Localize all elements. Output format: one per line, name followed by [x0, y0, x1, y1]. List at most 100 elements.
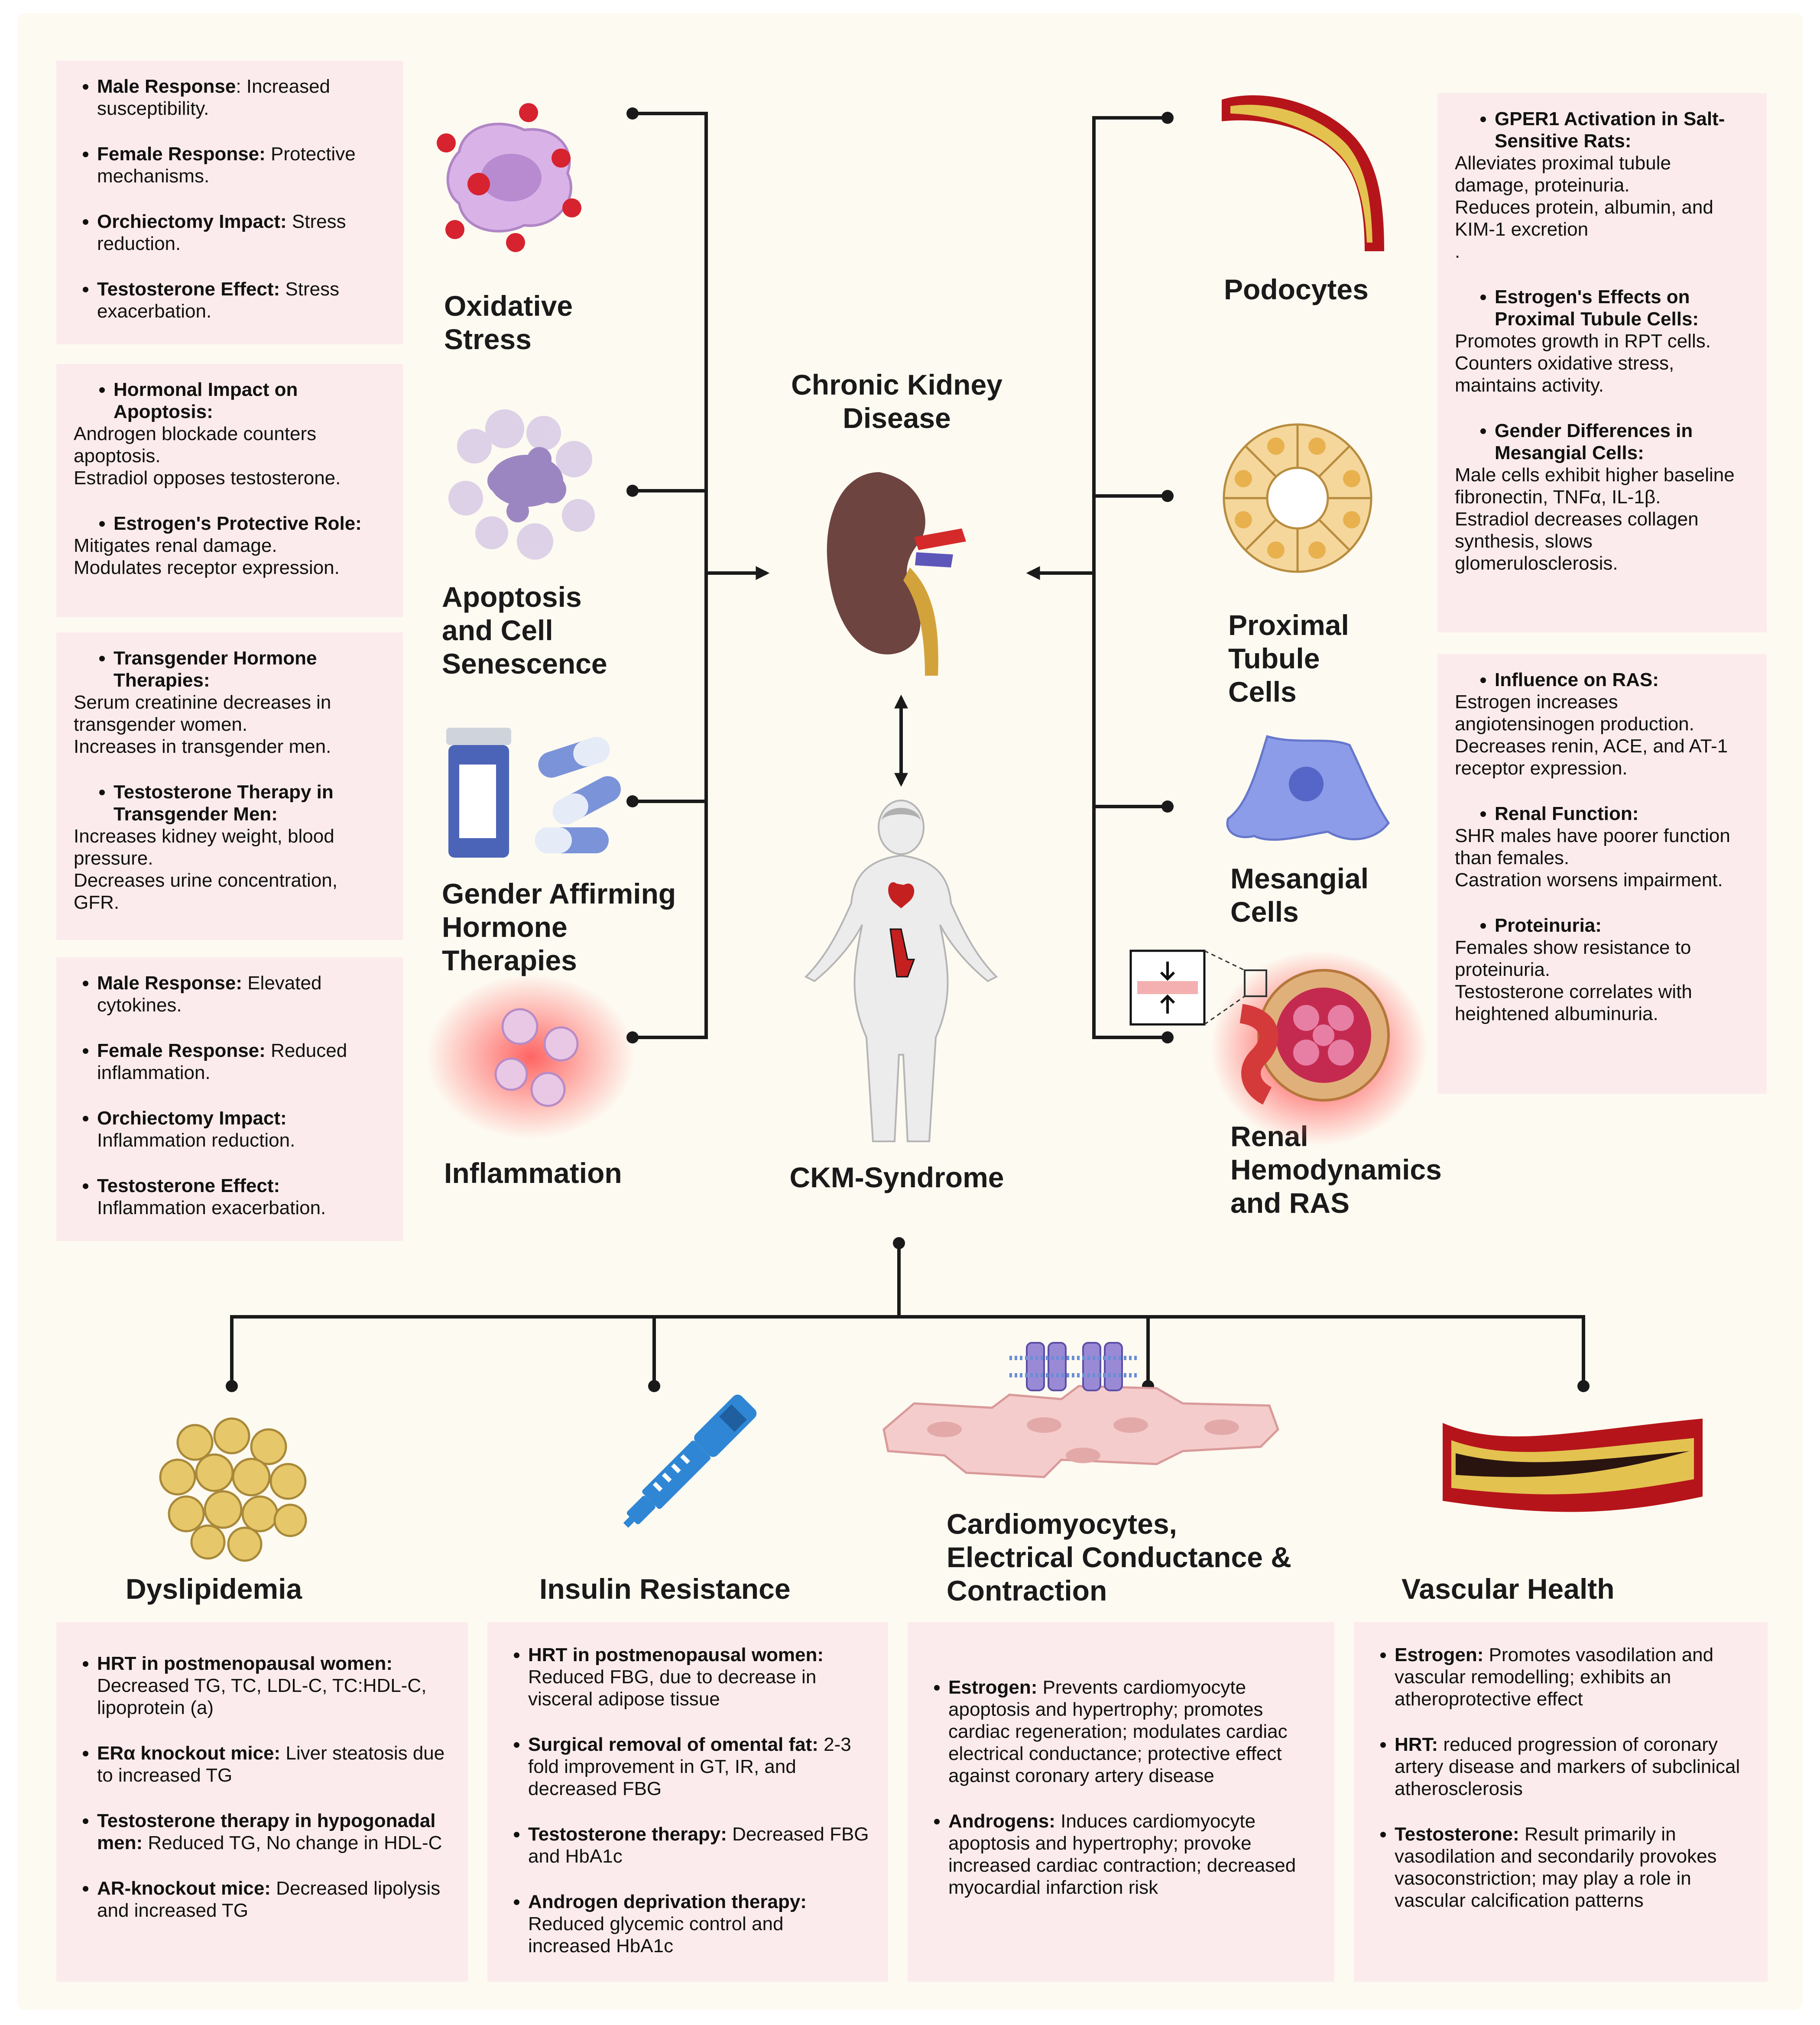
section-heading: Testosterone Therapy in Transgender Men:: [114, 781, 334, 825]
bullet-heading: HRT:: [1395, 1734, 1438, 1755]
bullet-heading: Testosterone therapy:: [528, 1824, 727, 1845]
section-line: Estrogen increases angiotensinogen produ…: [1455, 691, 1694, 735]
bullet-text: Reduced inflammation.: [97, 1040, 347, 1083]
bullet-item: Male Response: Increased susceptibility.: [97, 75, 386, 120]
section-line: Increases in transgender men.: [74, 736, 331, 757]
bullet-text: Reduced FBG, due to decrease in visceral…: [528, 1666, 817, 1710]
section-line: .: [1455, 241, 1460, 262]
bullet-text: Prevents cardiomyocyte apoptosis and hyp…: [948, 1677, 1288, 1786]
bullet-heading: Orchiectomy Impact:: [97, 1108, 287, 1129]
bullet-heading: Androgen deprivation therapy:: [528, 1891, 807, 1912]
section-line: Increases kidney weight, blood pressure.: [74, 826, 334, 869]
section-line: Females show resistance to proteinuria.: [1455, 937, 1691, 980]
section-line: Testosterone correlates with heightened …: [1455, 981, 1692, 1024]
bullet-heading: HRT in postmenopausal women:: [97, 1653, 393, 1674]
bullet-item: Androgens: Induces cardiomyocyte apoptos…: [948, 1810, 1317, 1899]
bullet-text: reduced progression of coronary artery d…: [1395, 1734, 1740, 1799]
bullet-heading: Female Response:: [97, 143, 266, 165]
proximal-tubule-icon: [1223, 423, 1372, 573]
gender-therapy-box: Transgender Hormone Therapies:Serum crea…: [56, 632, 403, 940]
bullet-item: Testosterone therapy: Decreased FBG and …: [528, 1823, 871, 1867]
section-line: Serum creatinine decreases in transgende…: [74, 692, 331, 735]
text-section: Hormonal Impact on Apoptosis:Androgen bl…: [74, 379, 386, 489]
apoptosis-box: Hormonal Impact on Apoptosis:Androgen bl…: [56, 364, 403, 617]
bullet-item: Testosterone: Result primarily in vasodi…: [1395, 1823, 1750, 1912]
bottom-branch: [230, 1315, 1585, 1386]
label-proximal-tubule: Proximal Tubule Cells: [1228, 609, 1349, 708]
bullet-text: Decreased TG, TC, LDL-C, TC:HDL-C, lipop…: [97, 1675, 427, 1718]
section-heading: Renal Function:: [1495, 803, 1639, 824]
section-heading: Transgender Hormone Therapies:: [114, 648, 317, 691]
cardio-box: Estrogen: Prevents cardiomyocyte apoptos…: [908, 1622, 1334, 1982]
bullet-heading: Male Response:: [97, 972, 242, 994]
label-mesangial: Mesangial Cells: [1230, 862, 1369, 928]
bullet-item: Estrogen: Promotes vasodilation and vasc…: [1395, 1644, 1750, 1710]
section-heading: Hormonal Impact on Apoptosis:: [114, 379, 298, 422]
section-heading: GPER1 Activation in Salt-Sensitive Rats:: [1495, 108, 1725, 152]
text-section: Gender Differences in Mesangial Cells:Ma…: [1455, 420, 1749, 574]
label-oxidative-stress: Oxidative Stress: [444, 290, 573, 355]
right-bracket: [1092, 116, 1168, 1039]
bullet-text: Elevated cytokines.: [97, 972, 322, 1016]
section-line: Decreases renin, ACE, and AT-1 receptor …: [1455, 735, 1728, 779]
bullet-heading: AR-knockout mice:: [97, 1878, 271, 1899]
apoptosis-icon: [448, 409, 595, 560]
section-line: Counters oxidative stress, maintains act…: [1455, 353, 1674, 396]
bullet-text: : Increased susceptibility.: [97, 76, 331, 119]
section-line: Male cells exhibit higher baseline fibro…: [1455, 464, 1735, 508]
bullet-item: Testosterone therapy in hypogonadal men:…: [97, 1810, 451, 1854]
label-dyslipidemia: Dyslipidemia: [126, 1573, 302, 1605]
bullet-text: 2-3 fold improvement in GT, IR, and decr…: [528, 1734, 851, 1799]
text-section: Testosterone Therapy in Transgender Men:…: [74, 781, 386, 914]
section-heading: Influence on RAS:: [1495, 669, 1659, 690]
bullet-item: Testosterone Effect: Stress exacerbation…: [97, 278, 386, 322]
bullet-heading: Orchiectomy Impact:: [97, 211, 287, 232]
label-vascular-health: Vascular Health: [1401, 1573, 1615, 1605]
bullet-text: Decreased lipolysis and increased TG: [97, 1878, 441, 1921]
bullet-heading: Surgical removal of omental fat:: [528, 1734, 818, 1755]
mesangial-cell-icon: [1226, 735, 1390, 841]
cell-effects-box: GPER1 Activation in Salt-Sensitive Rats:…: [1437, 93, 1767, 632]
label-insulin-resistance: Insulin Resistance: [539, 1573, 791, 1605]
text-section: Estrogen's Protective Role:Mitigates ren…: [74, 512, 386, 579]
section-line: Modulates receptor expression.: [74, 557, 340, 578]
section-heading: Estrogen's Protective Role:: [114, 513, 362, 534]
label-inflammation: Inflammation: [444, 1157, 622, 1189]
bullet-heading: Testosterone Effect:: [97, 279, 280, 300]
bullet-text: Stress exacerbation.: [97, 279, 340, 322]
vascular-box: Estrogen: Promotes vasodilation and vasc…: [1354, 1622, 1768, 1982]
insulin-pen-icon: [623, 1394, 757, 1528]
cardiomyocytes-icon: [882, 1342, 1279, 1478]
bullet-heading: Estrogen:: [1395, 1644, 1484, 1665]
adipose-cells-icon: [159, 1417, 307, 1562]
bullet-item: Male Response: Elevated cytokines.: [97, 972, 386, 1016]
bullet-heading: Androgens:: [948, 1811, 1055, 1832]
podocyte-icon: [1222, 95, 1384, 251]
section-line: Decreases urine concentration, GFR.: [74, 870, 337, 913]
bullet-item: Orchiectomy Impact: Stress reduction.: [97, 211, 386, 255]
text-section: Proteinuria:Females show resistance to p…: [1455, 914, 1749, 1025]
bullet-item: Testosterone Effect: Inflammation exacer…: [97, 1175, 386, 1219]
text-section: Renal Function:SHR males have poorer fun…: [1455, 803, 1749, 891]
artery-icon: [1443, 1419, 1703, 1512]
bullet-item: Surgical removal of omental fat: 2-3 fol…: [528, 1733, 871, 1800]
bullet-item: ERα knockout mice: Liver steatosis due t…: [97, 1742, 451, 1786]
kidney-icon: [827, 472, 966, 676]
left-bracket: [633, 112, 708, 1039]
section-line: Castration worsens impairment.: [1455, 869, 1723, 891]
label-ckd: Chronic Kidney Disease: [791, 369, 1002, 434]
insulin-box: HRT in postmenopausal women: Reduced FBG…: [487, 1622, 888, 1982]
oxidative-stress-box: Male Response: Increased susceptibility.…: [56, 61, 403, 344]
section-line: Androgen blockade counters apoptosis.: [74, 423, 317, 467]
bullet-item: Estrogen: Prevents cardiomyocyte apoptos…: [948, 1676, 1317, 1787]
oxidative-stress-icon: [437, 103, 581, 252]
section-heading: Gender Differences in Mesangial Cells:: [1495, 420, 1693, 463]
bullet-text: Result primarily in vasodilation and sec…: [1395, 1824, 1717, 1911]
bullet-item: Androgen deprivation therapy: Reduced gl…: [528, 1891, 871, 1957]
label-apoptosis: Apoptosis and Cell Senescence: [442, 581, 607, 680]
text-section: Estrogen's Effects on Proximal Tubule Ce…: [1455, 286, 1749, 396]
bullet-text: Reduced TG, No change in HDL-C: [143, 1832, 442, 1853]
bullet-heading: Male Response: [97, 76, 236, 97]
